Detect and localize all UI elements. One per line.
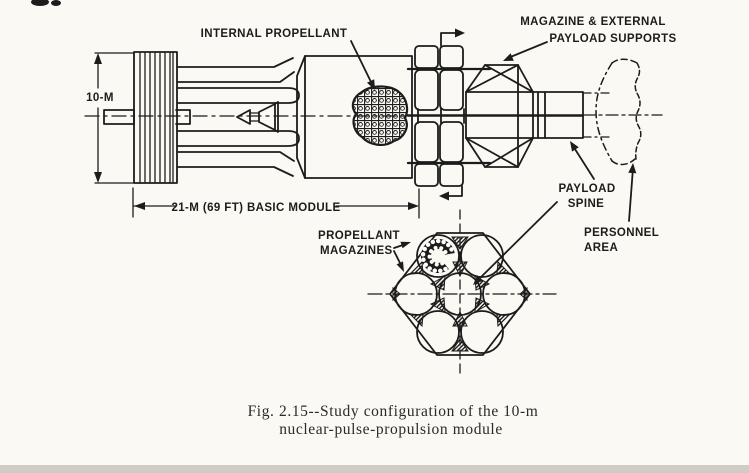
callout-labels: INTERNAL PROPELLANT MAGAZINE & EXTERNAL … — [201, 16, 677, 257]
internal-propellant-region — [351, 85, 409, 147]
personnel-area-label-line2: AREA — [584, 242, 618, 254]
propellant-magazines-arrow-upper — [393, 241, 411, 249]
cross-section — [367, 209, 557, 377]
leader-lines — [350, 40, 637, 285]
ejection-arrow-top — [440, 28, 465, 47]
loaded-magazine-tube — [416, 234, 460, 278]
magazine-supports-arrow — [503, 41, 548, 61]
center-rod-stub — [175, 109, 191, 125]
magazine-stack — [406, 45, 492, 187]
propellant-magazines-label-line1: PROPELLANT — [318, 230, 400, 242]
figure-caption: Fig. 2.15--Study configuration of the 10… — [248, 403, 539, 438]
magazine-tubes — [394, 234, 526, 354]
side-view: 10-M — [84, 28, 663, 219]
center-piston-detail — [236, 101, 279, 133]
payload-spine-arrow-up — [570, 141, 595, 180]
dimension-10m-label: 10-M — [86, 92, 114, 104]
caption-line1: Fig. 2.15--Study configuration of the 10… — [248, 403, 539, 420]
magazine-external-label-line2: PAYLOAD SUPPORTS — [549, 33, 676, 45]
pulse-unit-coil — [420, 238, 455, 274]
internal-propellant-label: INTERNAL PROPELLANT — [201, 28, 348, 40]
hull-outline — [389, 232, 531, 356]
payload-spine-label-line2: SPINE — [568, 198, 605, 210]
payload-spine — [537, 91, 613, 139]
internal-propellant-arrow — [350, 40, 375, 90]
ejection-arrow-bottom — [439, 185, 463, 201]
caption-line2: nuclear-pulse-propulsion module — [279, 421, 503, 438]
plate-hub-stub — [103, 109, 135, 125]
propellant-magazines-arrow-lower — [393, 250, 404, 272]
personnel-area-label-line1: PERSONNEL — [584, 227, 659, 239]
centerline — [84, 108, 663, 124]
support-truss — [465, 64, 546, 168]
shock-absorber-rods — [175, 57, 300, 177]
dimension-21m: 21-M (69 FT) BASIC MODULE — [132, 187, 420, 219]
payload-spine-arrow-long — [473, 201, 558, 285]
personnel-area-outline — [595, 58, 642, 166]
dimension-21m-label: 21-M (69 FT) BASIC MODULE — [171, 202, 340, 214]
payload-spine-label-line1: PAYLOAD — [558, 183, 615, 195]
magazine-external-label-line1: MAGAZINE & EXTERNAL — [520, 16, 666, 28]
personnel-area-arrow — [628, 163, 637, 222]
dimension-10m: 10-M — [86, 52, 135, 184]
propellant-magazines-label-line2: MAGAZINES — [320, 245, 393, 257]
pusher-plate — [103, 51, 178, 184]
